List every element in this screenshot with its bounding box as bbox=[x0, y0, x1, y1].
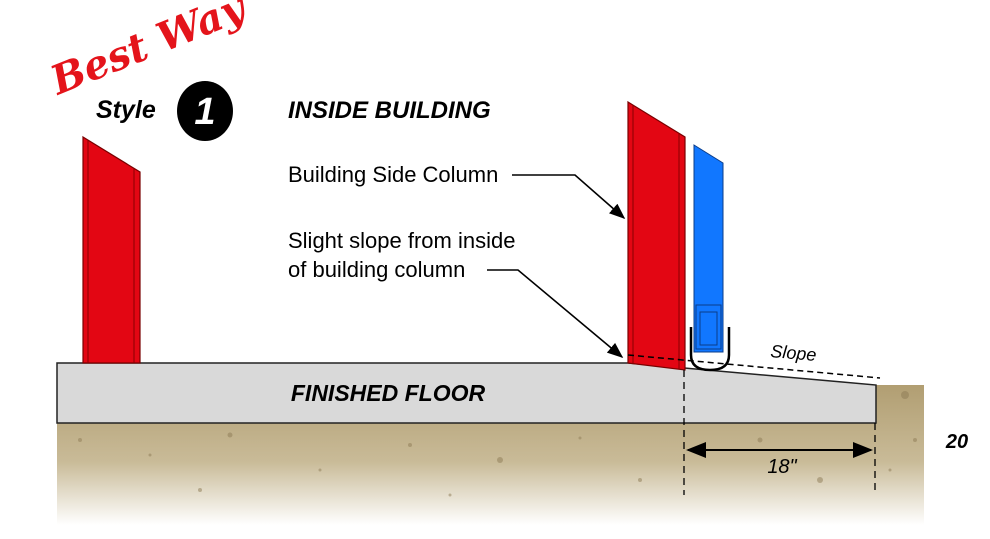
building-side-column bbox=[627, 100, 686, 371]
style-number-badge bbox=[177, 81, 233, 141]
leader-building-side-column bbox=[512, 174, 626, 220]
left-column bbox=[82, 135, 141, 364]
slope-dashed-line bbox=[627, 354, 881, 379]
soil-specks bbox=[78, 391, 917, 497]
style-number: 1 bbox=[194, 91, 215, 133]
page-title: INSIDE BUILDING bbox=[288, 97, 491, 124]
label-slight-slope-1: Slight slope from inside bbox=[288, 228, 515, 253]
label-slope: Slope bbox=[770, 341, 818, 365]
soil-ground bbox=[57, 385, 924, 525]
style-label: Style bbox=[96, 96, 156, 124]
leader-slight-slope bbox=[487, 269, 624, 359]
blue-channel bbox=[693, 144, 724, 353]
label-finished-floor: FINISHED FLOOR bbox=[291, 380, 486, 406]
label-slight-slope-2: of building column bbox=[288, 257, 465, 282]
dimension-label: 18" bbox=[767, 456, 797, 478]
finished-floor-slab bbox=[56, 362, 877, 424]
page-number: 20 bbox=[945, 431, 968, 453]
label-building-side-column: Building Side Column bbox=[288, 162, 498, 187]
